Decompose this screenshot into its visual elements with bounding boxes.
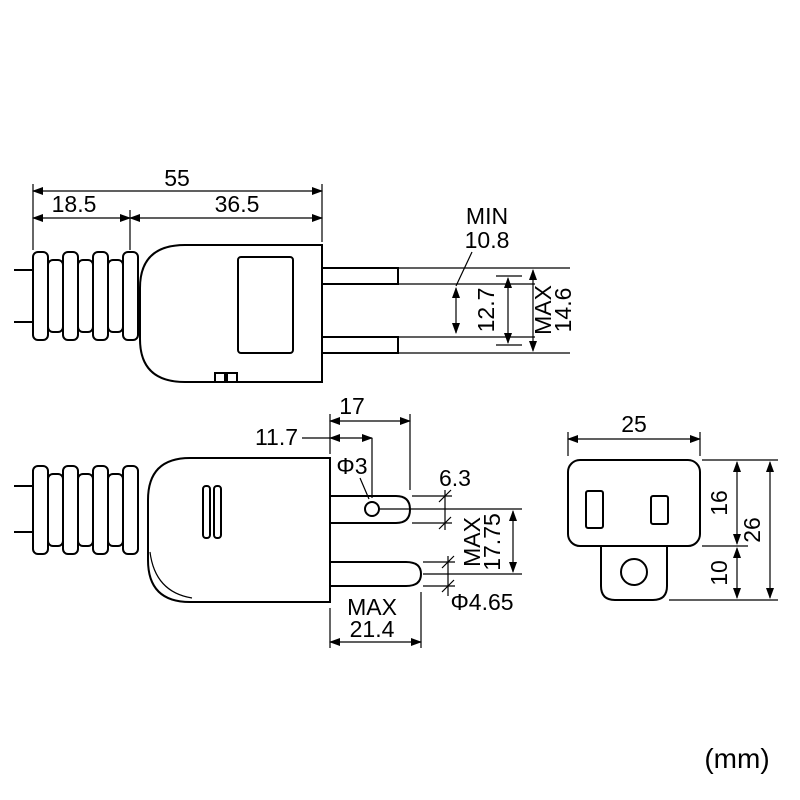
height-extension-lines bbox=[669, 459, 778, 601]
dim-pin-length: 17 bbox=[329, 393, 411, 490]
dim-lower-height-text: 10 bbox=[706, 560, 732, 586]
dim-pin-to-blade-max-label: MAX bbox=[459, 517, 485, 567]
dim-face-width: 25 bbox=[567, 411, 701, 456]
dim-total-height-text: 26 bbox=[739, 517, 765, 543]
dim-hole-offset-text: 11.7 bbox=[255, 424, 298, 450]
dim-total-height: 26 bbox=[739, 461, 774, 599]
dim-blade-diameter-text: Φ4.65 bbox=[450, 589, 513, 615]
dim-blade-span-max-value: 14.6 bbox=[550, 288, 576, 333]
dim-blade-gap-min: MIN 10.8 bbox=[452, 203, 510, 334]
blade-top bbox=[321, 267, 399, 285]
blade-slot-right bbox=[650, 495, 669, 525]
ground-hole bbox=[620, 558, 648, 586]
dim-lower-height: 10 bbox=[706, 547, 741, 599]
dim-boot-length-text: 18.5 bbox=[52, 191, 97, 217]
strain-relief-boot bbox=[32, 251, 139, 341]
dim-blade-pitch-text: 12.7 bbox=[473, 288, 499, 333]
dim-overall-length-text: 55 bbox=[164, 165, 190, 191]
ground-tab bbox=[600, 544, 668, 601]
dim-blade-pitch: 12.7 bbox=[473, 275, 522, 346]
label-panel bbox=[237, 256, 294, 354]
dim-body-length-text: 36.5 bbox=[215, 191, 260, 217]
figure-front-view: 25 16 10 26 bbox=[567, 411, 778, 601]
dim-upper-height-text: 16 bbox=[706, 490, 732, 516]
lower-blade bbox=[329, 561, 423, 587]
body-seam bbox=[149, 551, 193, 599]
cable-lines bbox=[14, 485, 33, 533]
unit-label: (mm) bbox=[704, 743, 769, 774]
figure-top-side-view: 55 18.5 36.5 MIN 10.8 12.7 MAX 14.6 bbox=[14, 165, 576, 383]
dim-blade-length-max-label: MAX bbox=[347, 594, 397, 620]
dim-blade-gap-min-label: MIN bbox=[466, 203, 508, 229]
dim-blade-span-max-label: MAX bbox=[530, 285, 556, 335]
blade-extension-lines bbox=[398, 267, 570, 354]
vent-slot bbox=[202, 485, 211, 539]
blade-bottom bbox=[321, 336, 399, 354]
dim-blade-gap-min-value: 10.8 bbox=[465, 227, 510, 253]
dim-blade-diameter: Φ4.65 bbox=[423, 555, 514, 615]
blade-slot-left bbox=[585, 490, 604, 529]
body-notch bbox=[214, 372, 226, 383]
dim-pin-length-text: 17 bbox=[339, 393, 365, 419]
face-body bbox=[567, 459, 701, 547]
dim-hole-offset: 11.7 bbox=[255, 424, 373, 498]
dim-pin-diameter-text: 6.3 bbox=[439, 465, 471, 491]
dim-blade-length-max: MAX 21.4 bbox=[329, 592, 422, 648]
plug-body bbox=[147, 457, 331, 603]
dim-hole-diameter: Φ3 bbox=[336, 453, 370, 500]
vent-slot bbox=[213, 485, 222, 539]
dim-face-width-text: 25 bbox=[621, 411, 647, 437]
plug-body bbox=[139, 244, 323, 383]
plug-blades bbox=[321, 267, 399, 354]
pin-hole bbox=[364, 501, 380, 517]
dim-pin-diameter: 6.3 bbox=[412, 465, 471, 530]
dim-pin-to-blade-max: MAX 17.75 bbox=[380, 508, 522, 575]
dim-pin-to-blade-max-value: 17.75 bbox=[479, 513, 505, 571]
dim-boot-and-body-length: 18.5 36.5 bbox=[32, 191, 323, 250]
dim-upper-height: 16 bbox=[706, 461, 741, 545]
dim-blade-span-max: MAX 14.6 bbox=[529, 269, 576, 352]
figure-bottom-side-view: 17 11.7 Φ3 6.3 MAX 17.75 Φ bbox=[14, 393, 522, 648]
cable-lines bbox=[14, 269, 33, 323]
body-notch bbox=[226, 372, 238, 383]
dim-blade-length-max-value: 21.4 bbox=[350, 616, 395, 642]
strain-relief-boot bbox=[32, 465, 139, 555]
dim-overall-length: 55 bbox=[32, 165, 323, 250]
dim-hole-diameter-text: Φ3 bbox=[336, 453, 367, 479]
